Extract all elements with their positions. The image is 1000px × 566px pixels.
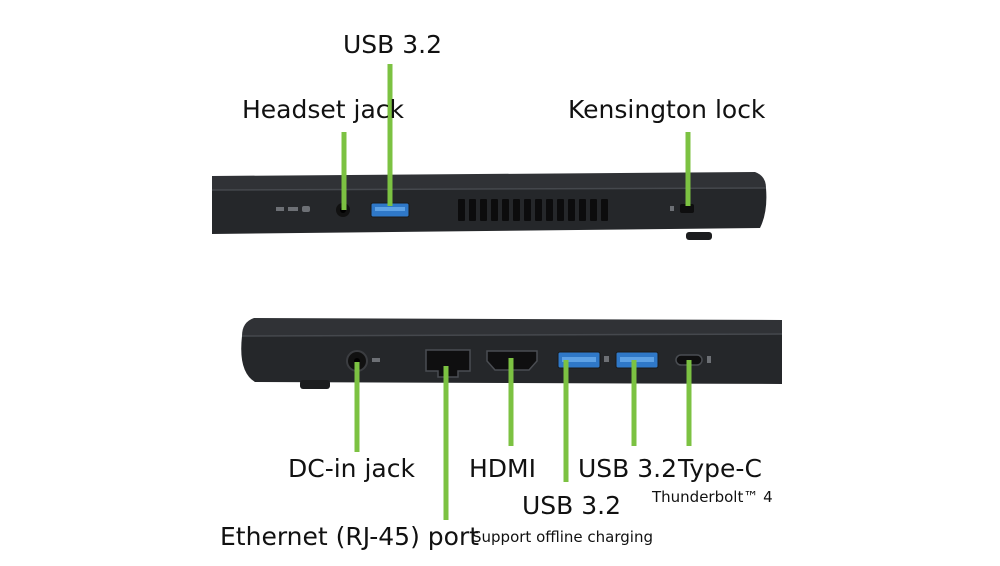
label-usb-top: USB 3.2 — [343, 30, 443, 59]
label-dc-in-jack: DC-in jack — [288, 454, 415, 483]
vent-slot — [579, 199, 586, 221]
vent-slot — [491, 199, 498, 221]
vent-slot — [535, 199, 542, 221]
label-usb-bottom-right: USB 3.2 — [578, 454, 678, 483]
label-type-c-note: Thunderbolt™ 4 — [652, 488, 773, 506]
label-usb-bottom-left-note: Support offline charging — [472, 528, 653, 546]
vent-slot — [601, 199, 608, 221]
kensington-lock-slot — [680, 204, 694, 213]
label-type-c: Type-C — [678, 454, 762, 483]
laptop-left-base — [212, 188, 767, 234]
vent-slot — [458, 199, 465, 221]
label-hdmi: HDMI — [469, 454, 536, 483]
vent-slot — [557, 199, 564, 221]
vent-slot — [546, 199, 553, 221]
label-ethernet-port: Ethernet (RJ-45) port — [220, 522, 480, 551]
vent-slot — [513, 199, 520, 221]
vent-slot — [568, 199, 575, 221]
leader-lines — [341, 64, 692, 520]
laptop-right-foot — [300, 380, 330, 389]
laptop-right-lid — [242, 318, 782, 336]
laptop-left-foot — [686, 232, 712, 240]
label-usb-bottom-left: USB 3.2 — [522, 491, 622, 520]
vent-slot — [524, 199, 531, 221]
laptop-left-lid — [212, 172, 766, 190]
ethernet-port — [425, 349, 471, 378]
cooling-vents — [458, 199, 608, 221]
vent-slot — [502, 199, 509, 221]
label-kensington-lock: Kensington lock — [568, 95, 766, 124]
vent-slot — [480, 199, 487, 221]
vent-slot — [469, 199, 476, 221]
label-headset-jack: Headset jack — [242, 95, 405, 124]
laptop-left-side — [211, 172, 767, 240]
vent-slot — [590, 199, 597, 221]
